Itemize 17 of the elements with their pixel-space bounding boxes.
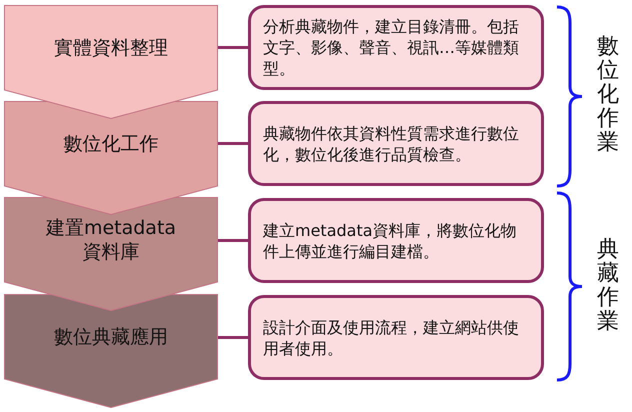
step-title: 實體資料整理 xyxy=(54,36,168,60)
process-step xyxy=(4,5,218,119)
description-box: 建立metadata資料庫，將數位化物件上傳並進行編目建檔。 xyxy=(248,198,544,283)
connector-line xyxy=(218,46,248,49)
process-step xyxy=(4,294,218,408)
step-title: 建置metadata資料庫 xyxy=(44,216,178,264)
description-box: 設計介面及使用流程，建立網站供使用者使用。 xyxy=(248,295,544,380)
process-step xyxy=(4,101,218,215)
description-box: 分析典藏物件，建立目錄清冊。包括文字、影像、聲音、視訊…等媒體類型。 xyxy=(248,5,544,90)
group-label: 典藏作業 xyxy=(596,238,620,334)
connector-line xyxy=(218,336,248,339)
description-box: 典藏物件依其資料性質需求進行數位化，數位化後進行品質檢查。 xyxy=(248,101,544,186)
step-title: 數位典藏應用 xyxy=(54,325,168,349)
group-label: 數位化作業 xyxy=(596,35,620,155)
connector-line xyxy=(218,239,248,242)
connector-line xyxy=(218,142,248,145)
step-title: 數位化工作 xyxy=(64,132,158,156)
